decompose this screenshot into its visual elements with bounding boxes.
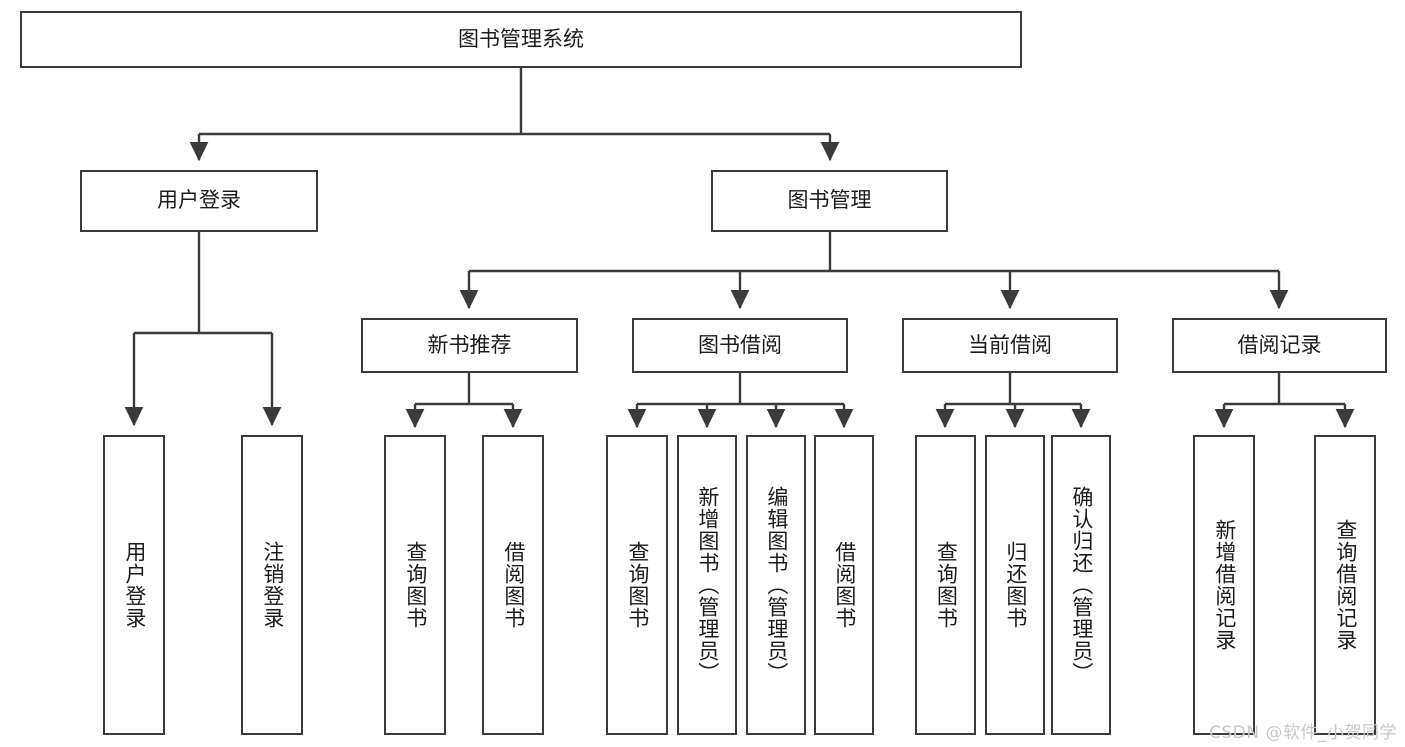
node-book-management-label: 图书管理 (787, 188, 872, 213)
node-book-borrow[interactable]: 图书借阅 (632, 318, 848, 373)
leaf-node[interactable]: 查询借阅记录 (1314, 435, 1376, 735)
leaf-node-label: 注销登录 (260, 541, 285, 629)
leaf-node-label: 查询图书 (625, 541, 650, 629)
leaf-node-label: 归还图书 (1003, 541, 1028, 629)
leaf-node-label: 借阅图书 (501, 541, 526, 629)
node-current-borrow-label: 当前借阅 (968, 332, 1052, 357)
node-new-book-recommend-label: 新书推荐 (427, 332, 512, 357)
leaf-node-label: 编辑图书（管理员） (764, 486, 789, 684)
node-root[interactable]: 图书管理系统 (20, 11, 1022, 68)
node-book-borrow-label: 图书借阅 (698, 332, 782, 357)
leaf-node[interactable]: 用户登录 (103, 435, 165, 735)
node-borrow-record-label: 借阅记录 (1237, 332, 1322, 357)
leaf-node-label: 新增图书（管理员） (695, 486, 720, 684)
leaf-node[interactable]: 借阅图书 (482, 435, 544, 735)
leaf-node[interactable]: 归还图书 (985, 435, 1045, 735)
node-borrow-record[interactable]: 借阅记录 (1172, 318, 1387, 373)
leaf-node[interactable]: 查询图书 (606, 435, 668, 735)
node-current-borrow[interactable]: 当前借阅 (902, 318, 1118, 373)
leaf-node[interactable]: 新增借阅记录 (1193, 435, 1255, 735)
node-root-label: 图书管理系统 (458, 26, 584, 51)
node-book-management[interactable]: 图书管理 (711, 170, 948, 232)
leaf-node-label: 确认归还（管理员） (1069, 486, 1094, 684)
leaf-node-label: 借阅图书 (832, 541, 857, 629)
leaf-node-label: 查询图书 (403, 541, 428, 629)
leaf-node-label: 新增借阅记录 (1212, 519, 1237, 651)
node-user-login[interactable]: 用户登录 (80, 170, 318, 232)
leaf-node[interactable]: 编辑图书（管理员） (746, 435, 806, 735)
leaf-node[interactable]: 借阅图书 (814, 435, 874, 735)
leaf-node[interactable]: 查询图书 (915, 435, 976, 735)
leaf-node-label: 查询借阅记录 (1333, 519, 1358, 651)
leaf-node[interactable]: 注销登录 (241, 435, 303, 735)
csdn-watermark: CSDN @软件_小贺同学 (1209, 723, 1397, 743)
leaf-node-label: 查询图书 (934, 541, 959, 629)
leaf-node[interactable]: 查询图书 (384, 435, 446, 735)
node-new-book-recommend[interactable]: 新书推荐 (361, 318, 578, 373)
node-user-login-label: 用户登录 (157, 188, 241, 213)
leaf-node[interactable]: 确认归还（管理员） (1051, 435, 1111, 735)
leaf-node[interactable]: 新增图书（管理员） (677, 435, 737, 735)
leaf-node-label: 用户登录 (122, 541, 147, 629)
